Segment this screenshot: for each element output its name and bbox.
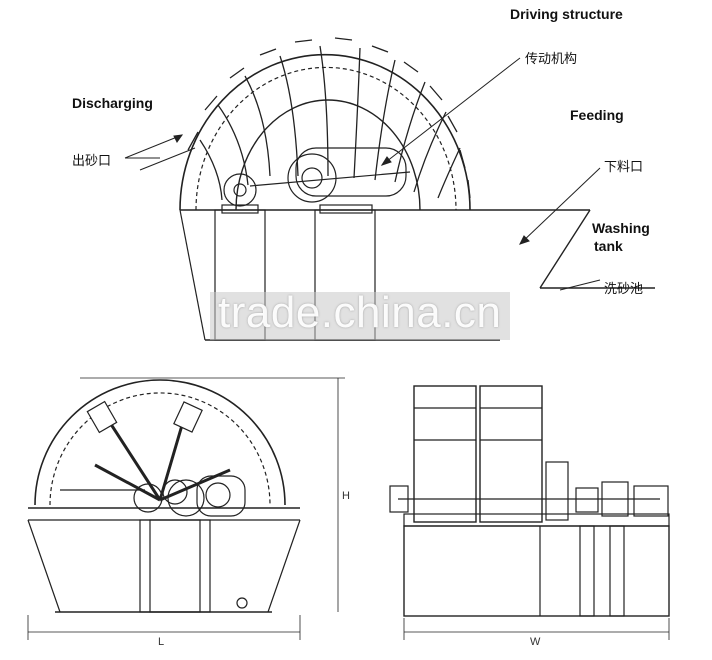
top-washing-tank <box>179 204 655 341</box>
label-discharging-cn: 出砂口 <box>72 154 112 169</box>
label-washing-tank-2: tank <box>594 238 623 254</box>
label-feeding-cn: 下料口 <box>604 160 644 175</box>
label-washing-tank-1: Washing <box>592 220 650 236</box>
watermark-text: trade.china.cn <box>218 288 502 337</box>
top-bucket-wheel <box>124 37 655 341</box>
label-driving-structure-cn: 传动机构 <box>525 52 578 67</box>
front-view <box>27 377 345 640</box>
label-feeding: Feeding <box>570 107 624 123</box>
side-view <box>389 385 670 640</box>
label-discharging: Discharging <box>72 95 153 111</box>
callout-arrows <box>124 57 601 291</box>
dim-length: L <box>158 636 165 648</box>
label-washing-tank-cn: 洗砂池 <box>604 282 644 297</box>
wheel-buckets <box>187 37 471 201</box>
dim-height: H <box>342 490 350 502</box>
dim-width: W <box>530 636 541 648</box>
front-wheel-spokes <box>94 414 231 502</box>
label-driving-structure: Driving structure <box>510 6 623 22</box>
drive-unit <box>223 147 411 207</box>
watermark-band <box>210 292 510 340</box>
